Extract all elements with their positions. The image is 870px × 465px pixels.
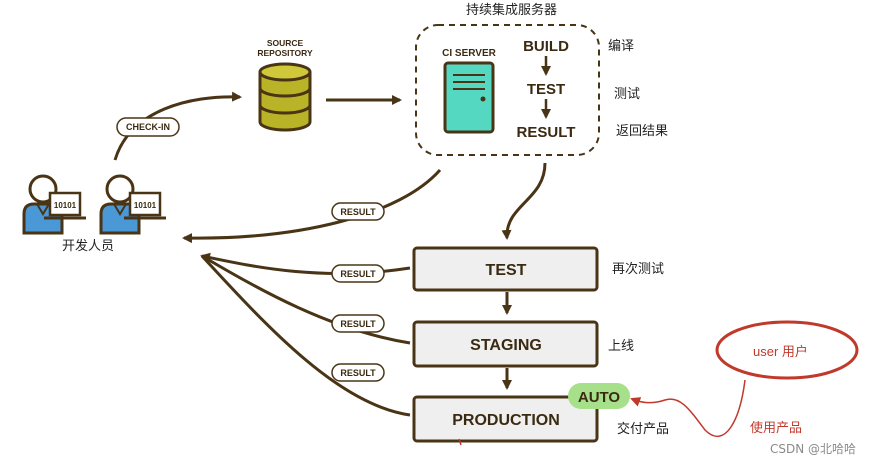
production-result-arrow xyxy=(200,254,411,417)
annotation-tick xyxy=(458,438,462,446)
use-product-annotation-label: 使用产品 xyxy=(750,420,802,436)
checkin-arrow xyxy=(113,91,242,161)
developer-2-icon xyxy=(99,174,166,235)
server-result-arrow xyxy=(182,169,442,244)
auto-badge-label: AUTO xyxy=(578,389,621,406)
user-annotation-ellipse xyxy=(715,320,859,380)
stage-production-box xyxy=(412,395,599,443)
test-result-pill xyxy=(331,264,385,283)
build-step: BUILD xyxy=(523,38,569,55)
note-test: 测试 xyxy=(614,87,640,102)
production-result-label: RESULT xyxy=(340,368,376,378)
developer-2-screen-text: 10101 xyxy=(134,201,157,210)
ci-server-group-title: 持续集成服务器 xyxy=(466,2,557,18)
stage-production-note: 交付产品 xyxy=(617,421,669,437)
source-label: SOURCE xyxy=(267,38,304,48)
stage-test-note: 再次测试 xyxy=(612,261,664,277)
stage-staging-box xyxy=(412,320,599,368)
user-annotation-label: user 用户 xyxy=(753,344,808,359)
stage-test-label: TEST xyxy=(486,262,527,279)
database-icon xyxy=(258,62,312,132)
repository-label: REPOSITORY xyxy=(257,48,313,58)
server-result-pill xyxy=(331,202,385,221)
stage-production-label: PRODUCTION xyxy=(452,412,560,429)
staging-result-label: RESULT xyxy=(340,319,376,329)
note-return-result: 返回结果 xyxy=(616,124,668,139)
staging-result-pill xyxy=(331,314,385,333)
result-step: RESULT xyxy=(517,124,576,141)
watermark: CSDN @北哈哈 xyxy=(769,442,856,456)
use-product-annotation-arrow xyxy=(630,379,746,437)
stage-staging-note: 上线 xyxy=(608,339,634,354)
server-to-test-arrow xyxy=(501,162,547,240)
developer-1-icon xyxy=(22,174,86,235)
checkin-label: CHECK-IN xyxy=(126,122,170,132)
ci-server-label: CI SERVER xyxy=(442,48,496,59)
stage-staging-label: STAGING xyxy=(470,337,542,354)
stage-test-box xyxy=(412,246,599,292)
ci-server-icon xyxy=(443,61,495,134)
ci-server-group-border xyxy=(415,24,600,156)
developer-1-screen-text: 10101 xyxy=(54,201,77,210)
test-result-label: RESULT xyxy=(340,269,376,279)
server-result-label: RESULT xyxy=(340,207,376,217)
production-result-pill xyxy=(331,363,385,382)
staging-result-arrow xyxy=(201,254,411,345)
note-compile: 编译 xyxy=(608,39,634,54)
test-step: TEST xyxy=(527,81,565,98)
checkin-pill xyxy=(116,117,180,137)
auto-badge xyxy=(568,383,630,409)
developers-label: 开发人员 xyxy=(62,238,114,254)
